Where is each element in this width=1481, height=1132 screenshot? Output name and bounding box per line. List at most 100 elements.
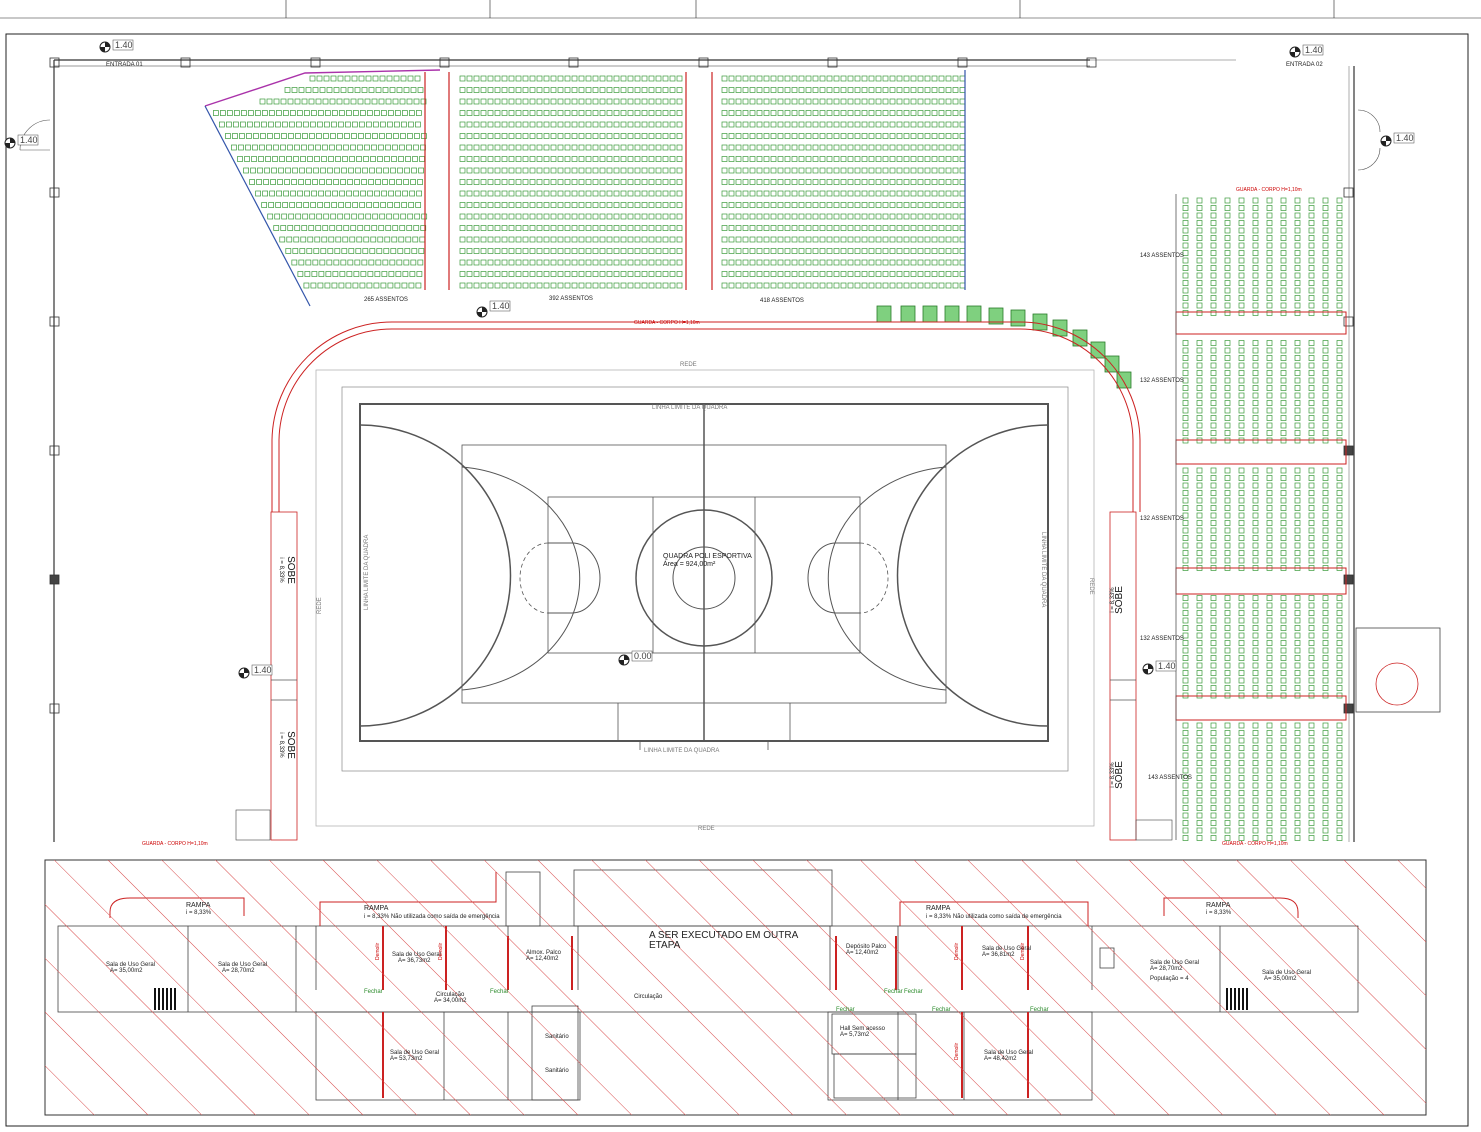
level-value: 1.40 — [1158, 661, 1176, 671]
ramp-slope-label: i = 8,33% — [278, 732, 284, 758]
court-net-top: REDE — [680, 362, 697, 368]
door-label: Fechar — [364, 989, 383, 995]
door-label: Fechar — [1030, 1007, 1049, 1013]
level-marker: 1.40 — [99, 39, 134, 53]
room-name: Sala de Uso Geral — [982, 946, 1031, 952]
demolish-label: Demolir — [954, 1042, 960, 1060]
level-marker: 1.40 — [1289, 44, 1324, 58]
rampa-label-1: RAMPA — [186, 902, 211, 909]
court-net-bottom: REDE — [698, 826, 715, 832]
level-value: 1.40 — [20, 135, 38, 145]
room-name: Almox. Palco — [526, 950, 562, 956]
seat-count-east-5: 143 ASSENTOS — [1148, 775, 1192, 781]
room-area: A= 28,70m2 — [1150, 966, 1183, 972]
structural-columns — [49, 57, 1354, 714]
building-outline — [53, 59, 1355, 842]
seat-count-labels: 265 ASSENTOS 392 ASSENTOS 418 ASSENTOS 1… — [364, 253, 1192, 781]
level-value: 0.00 — [634, 651, 652, 661]
level-marker: 1.40 — [476, 300, 511, 318]
ramp-sobe-label: SOBE — [1114, 761, 1125, 789]
railing-label-west-bottom: GUARDA - CORPO H=1,10m — [142, 841, 208, 847]
room-name: Sala de Uso Geral — [984, 1050, 1033, 1056]
court-name: QUADRA POLI ESPORTIVA — [663, 553, 752, 560]
room-name: Sanitário — [545, 1034, 569, 1040]
room-name: Sala de Uso Geral — [1262, 970, 1311, 976]
room-area: A= 35,00m2 — [110, 968, 143, 974]
room-area: A= 36,73m2 — [398, 958, 431, 964]
room-name: Hall Sem acesso — [840, 1026, 886, 1032]
ramp-sobe-label: SOBE — [285, 556, 296, 584]
entrance-labels: ENTRADA 01 ENTRADA 02 — [106, 62, 1323, 68]
railing-label-east-bottom: GUARDA - CORPO H=1,10m — [1222, 841, 1288, 847]
room-area: A= 35,00m2 — [1264, 976, 1297, 982]
level-value: 1.40 — [1396, 133, 1414, 143]
level-value: 1.40 — [492, 301, 510, 311]
room-area: A= 36,81m2 — [982, 952, 1015, 958]
north-stands — [204, 69, 966, 307]
seat-count-east-3: 132 ASSENTOS — [1140, 516, 1184, 522]
railing-label-north: GUARDA - CORPO H=1,10m — [634, 320, 700, 326]
court — [315, 369, 1095, 827]
stairs — [235, 809, 1173, 841]
room-area: A= 12,40m2 — [846, 950, 879, 956]
door-label: Fechar — [904, 989, 923, 995]
ramp-east — [1109, 511, 1137, 841]
room-area: A= 12,40m2 — [526, 956, 559, 962]
room-population: População = 4 — [1150, 976, 1189, 982]
ramp-sobe-label: SOBE — [285, 731, 296, 759]
demolish-labels: Demolir Demolir Demolir Demolir Demolir — [375, 942, 1026, 1060]
rampa-label-2: RAMPA — [364, 905, 389, 912]
hatch-overlay — [45, 860, 1426, 1115]
court-surround — [271, 321, 1141, 512]
door-label: Fechar — [490, 989, 509, 995]
demolish-label: Demolir — [375, 942, 381, 960]
north-aisle-left — [424, 72, 450, 290]
level-marker: 1.40 — [4, 134, 39, 149]
railing-labels: GUARDA - CORPO H=1,10m GUARDA - CORPO H=… — [142, 187, 1302, 847]
seat-count-east-1: 143 ASSENTOS — [1140, 253, 1184, 259]
rampa-label-4: RAMPA — [1206, 902, 1231, 909]
room-area: A= 28,70m2 — [222, 968, 255, 974]
court-limit-bottom: LINHA LIMITE DA QUADRA — [644, 748, 719, 754]
rampa-label-3: RAMPA — [926, 905, 951, 912]
level-marker: 1.40 — [1142, 660, 1177, 675]
court-net-right: REDE — [1088, 578, 1094, 595]
seat-count-east-2: 132 ASSENTOS — [1140, 378, 1184, 384]
demolish-label: Demolir — [438, 942, 444, 960]
room-area: A= 48,42m2 — [984, 1056, 1017, 1062]
court-area: Área = 924,00m² — [663, 559, 716, 568]
room-area: A= 5,73m2 — [840, 1032, 870, 1038]
room-name: Sala de Uso Geral — [106, 962, 155, 968]
ramp-slope-label: i = 8,33% — [1110, 762, 1116, 788]
level-marker: 1.40 — [1380, 132, 1415, 147]
railing-label-east-top: GUARDA - CORPO H=1,10m — [1236, 187, 1302, 193]
court-limit-right: LINHA LIMITE DA QUADRA — [1040, 532, 1046, 607]
room-name: Sala de Uso Geral — [390, 1050, 439, 1056]
north-aisle-right — [685, 72, 713, 290]
lower-block: A SER EXECUTADO EM OUTRA ETAPA RAMPA i =… — [44, 859, 1427, 1116]
level-value: 1.40 — [1305, 45, 1323, 55]
room-name: Sala de Uso Geral — [392, 952, 441, 958]
door-label: Fechar — [884, 989, 903, 995]
east-stands — [1175, 194, 1347, 841]
room-name: Sala de Uso Geral — [218, 962, 267, 968]
court-limit-left: LINHA LIMITE DA QUADRA — [364, 535, 370, 610]
entrance-door-right — [1357, 109, 1381, 171]
demolish-label: Demolir — [954, 942, 960, 960]
entrance-left-label: ENTRADA 01 — [106, 62, 143, 68]
seat-count-east-4: 132 ASSENTOS — [1140, 636, 1184, 642]
room-area: A= 53,73m2 — [390, 1056, 423, 1062]
ramp-text: SOBE SOBE SOBE SOBE i = 8,33% i = 8,33% … — [278, 556, 1125, 789]
seat-count-angled: 265 ASSENTOS — [364, 297, 408, 303]
ramp-slope-label: i = 8,33% — [278, 557, 284, 583]
seat-count-right: 418 ASSENTOS — [760, 298, 804, 304]
room-area: A= 34,00m2 — [434, 998, 467, 1004]
rampa-note-3: i = 8,33% Não utilizada como saída de em… — [926, 914, 1062, 920]
room-name: Circulação — [634, 994, 663, 1000]
level-markers: 1.40 1.40 1.40 1.40 1.40 — [4, 39, 1415, 679]
lower-title-1: A SER EXECUTADO EM OUTRA — [649, 930, 799, 941]
door-label: Fechar — [932, 1007, 951, 1013]
rampa-note-2: i = 8,33% Não utilizada como saída de em… — [364, 914, 500, 920]
ramp-slope-label: i = 8,33% — [1110, 587, 1116, 613]
